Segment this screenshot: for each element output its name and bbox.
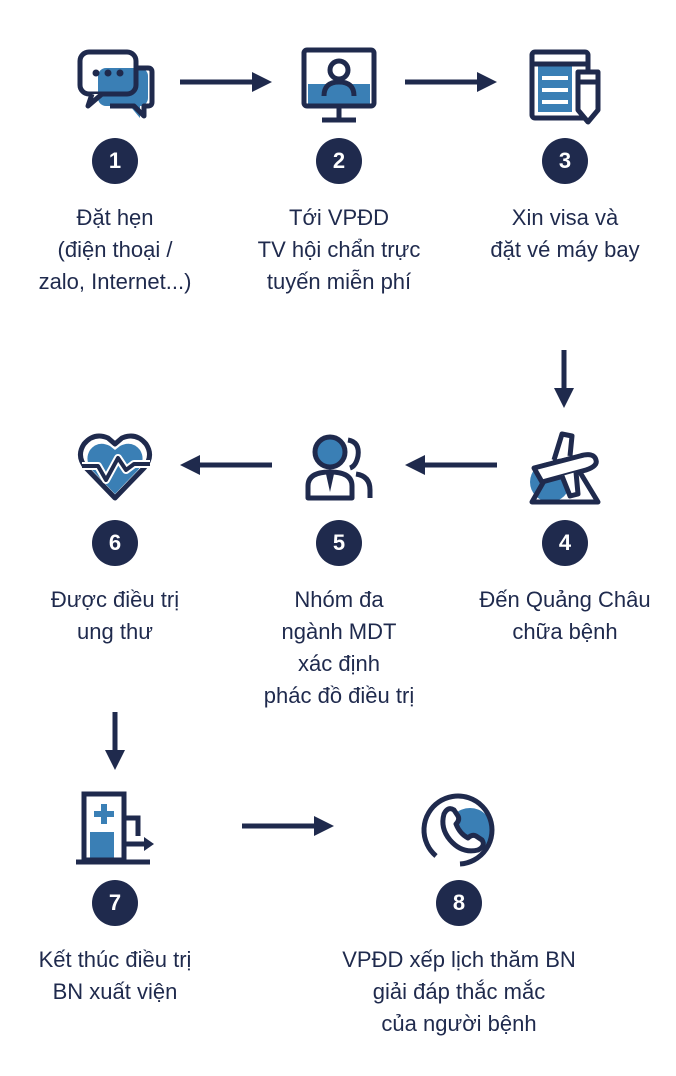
step-caption: Đến Quảng Châu chữa bệnh	[445, 584, 676, 648]
caption-line: BN xuất viện	[52, 979, 178, 1004]
caption-line: Xin visa và	[511, 205, 619, 230]
arrow-right-icon	[405, 72, 497, 92]
step-number-badge: 1	[92, 138, 138, 184]
caption-line: Nhóm đa	[294, 587, 384, 612]
caption-line: của người bệnh	[381, 1011, 537, 1036]
caption-line: TV hội chẩn trực	[257, 237, 421, 262]
step-caption: Kết thúc điều trị BN xuất viện	[5, 944, 225, 1008]
caption-line: Đặt hẹn	[76, 205, 154, 230]
hospital-exit-icon	[70, 784, 160, 874]
airplane-icon	[520, 424, 610, 514]
chat-icon	[70, 40, 160, 130]
caption-line: Đến Quảng Châu	[479, 587, 651, 612]
caption-line: chữa bệnh	[512, 619, 618, 644]
step-number-badge: 6	[92, 520, 138, 566]
arrow-left-icon	[180, 455, 272, 475]
step-caption: VPĐD xếp lịch thăm BN giải đáp thắc mắc …	[299, 944, 619, 1040]
step-number-badge: 3	[542, 138, 588, 184]
caption-line: (điện thoại /	[57, 237, 173, 262]
step-number-badge: 2	[316, 138, 362, 184]
caption-line: ngành MDT	[281, 619, 397, 644]
step-number-badge: 7	[92, 880, 138, 926]
arrow-right-icon	[180, 72, 272, 92]
caption-line: đặt vé máy bay	[490, 237, 640, 262]
phone-call-icon	[414, 784, 504, 874]
caption-line: VPĐD xếp lịch thăm BN	[342, 947, 576, 972]
step-caption: Xin visa và đặt vé máy bay	[455, 202, 675, 266]
arrow-left-icon	[405, 455, 497, 475]
arrow-down-icon	[554, 350, 574, 408]
video-consult-icon	[294, 40, 384, 130]
caption-line: Tới VPĐD	[289, 205, 389, 230]
step-number-badge: 8	[436, 880, 482, 926]
team-doctors-icon	[294, 424, 384, 514]
caption-line: Được điều trị	[50, 587, 180, 612]
caption-line: xác định	[298, 651, 380, 676]
caption-line: phác đồ điều trị	[263, 683, 415, 708]
heart-pulse-icon	[70, 424, 160, 514]
caption-line: giải đáp thắc mắc	[372, 979, 546, 1004]
step-number-badge: 5	[316, 520, 362, 566]
step-caption: Nhóm đa ngành MDT xác định phác đồ điều …	[229, 584, 449, 712]
step-caption: Tới VPĐD TV hội chẩn trực tuyến miễn phí	[229, 202, 449, 298]
step-number-badge: 4	[542, 520, 588, 566]
arrow-down-icon	[105, 712, 125, 770]
step-caption: Đặt hẹn (điện thoại / zalo, Internet...)	[15, 202, 215, 298]
caption-line: Kết thúc điều trị	[38, 947, 192, 972]
document-pencil-icon	[520, 40, 610, 130]
arrow-right-icon	[242, 816, 334, 836]
step-caption: Được điều trị ung thư	[15, 584, 215, 648]
caption-line: zalo, Internet...)	[38, 269, 192, 294]
caption-line: tuyến miễn phí	[266, 269, 412, 294]
caption-line: ung thư	[77, 619, 153, 644]
